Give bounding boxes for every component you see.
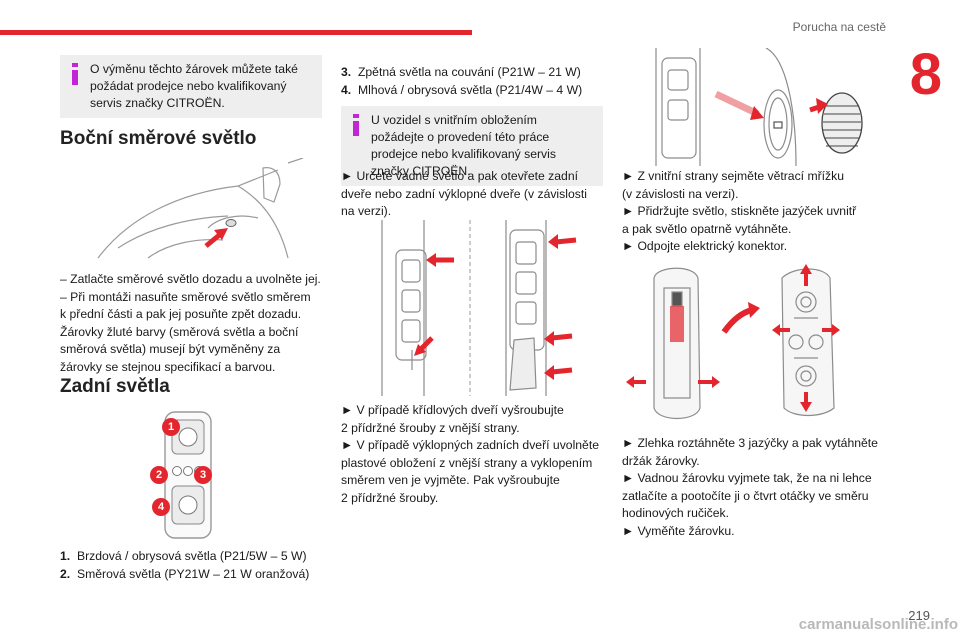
list-number: 1.: [60, 549, 71, 563]
text-line: ► Odpojte elektrický konektor.: [622, 239, 788, 253]
text-line: – Zatlačte směrové světlo dozadu a uvoln…: [60, 272, 321, 286]
text-line: hodinových ručiček.: [622, 506, 730, 520]
running-title: Porucha na cestě: [792, 20, 886, 34]
red-arrow-icon: [204, 228, 228, 248]
remove-lamp-text: ► Z vnitřní strany sejměte větrací mřížk…: [622, 168, 892, 256]
rear-lamp-diagram: 1 2 3 4: [148, 410, 228, 540]
list-number: 2.: [60, 566, 71, 581]
text-line: ► Určete vadné světlo a pak otevřete zad…: [341, 169, 578, 183]
text-line: 2 přídržné šrouby.: [341, 490, 439, 505]
red-arrow-icon: [544, 365, 573, 380]
text-line: ► Přidržujte světlo, stiskněte jazýček u…: [622, 204, 857, 218]
bulb-list-2: 3. Zpětná světla na couvání (P21W – 21 W…: [341, 64, 606, 99]
text-line: Žárovky žluté barvy (směrová světla a bo…: [60, 324, 299, 339]
text-line: žárovky se stejnou specifikací a barvou.: [60, 359, 276, 374]
text-line: k přední části a pak jej posuňte zpět do…: [60, 307, 302, 321]
side-indicator-heading: Boční směrové světlo: [60, 128, 257, 149]
callout-3: 3: [194, 466, 212, 484]
callout-4: 4: [152, 498, 170, 516]
top-accent-bar: [0, 30, 472, 35]
bulb-list-1: 1. Brzdová / obrysová světla (P21/5W – 5…: [60, 548, 330, 583]
list-item: 4. Mlhová / obrysová světla (P21/4W – 4 …: [341, 82, 606, 100]
bulb-holder-illustration: [626, 264, 840, 419]
list-item: 2. Směrová světla (PY21W – 21 W oranžová…: [60, 566, 330, 584]
text-line: plastové obložení z vnější strany a vykl…: [341, 455, 593, 470]
curved-arrow-icon: [721, 302, 760, 334]
side-indicator-illustration: [97, 158, 304, 259]
text-line: 2 přídržné šrouby z vnější strany.: [341, 420, 520, 435]
side-indicator-text: – Zatlačte směrové světlo dozadu a uvoln…: [60, 271, 330, 376]
open-door-text: ► Určete vadné světlo a pak otevřete zad…: [341, 168, 606, 221]
info-box-2: U vozidel s vnitřním obložením požádejte…: [341, 106, 603, 186]
red-arrow-icon: [414, 336, 434, 356]
info-icon: [353, 114, 359, 136]
text-line: zatlačíte a pootočíte ji o čtvrt otáčky …: [622, 488, 869, 503]
ventilation-grille: [821, 92, 863, 154]
list-number: 3.: [341, 65, 352, 79]
text-line: na verzi).: [341, 204, 392, 218]
red-arrow-icon: [772, 264, 840, 412]
text-line: – Při montáži nasuňte směrové světlo smě…: [60, 289, 311, 304]
rear-door-illustration: [381, 220, 577, 396]
chapter-number: 8: [909, 42, 942, 107]
text-line: ► Zlehka roztáhněte 3 jazýčky a pak vytá…: [622, 436, 878, 450]
red-arrow-icon: [548, 234, 577, 249]
list-text: Mlhová / obrysová světla (P21/4W – 4 W): [357, 82, 583, 97]
list-item: 3. Zpětná světla na couvání (P21W – 21 W…: [341, 64, 606, 82]
list-text: Zpětná světla na couvání (P21W – 21 W): [357, 65, 581, 79]
rear-lights-heading: Zadní světla: [60, 376, 170, 397]
text-line: směrová světla) musejí být vyměněny za: [60, 342, 281, 356]
text-line: ► V případě výklopných zadních dveří uvo…: [341, 438, 599, 452]
text-line: ► Z vnitřní strany sejměte větrací mřížk…: [622, 169, 845, 183]
red-arrow-icon: [714, 90, 764, 120]
text-line: a pak světlo opatrně vytáhněte.: [622, 221, 792, 236]
replace-bulb-text: ► Zlehka roztáhněte 3 jazýčky a pak vytá…: [622, 435, 897, 540]
list-text: Brzdová / obrysová světla (P21/5W – 5 W): [76, 549, 307, 563]
red-arrow-icon: [626, 376, 720, 388]
info-icon: [72, 63, 78, 85]
list-number: 4.: [341, 82, 352, 97]
ventilation-grille-illustration: [655, 48, 863, 166]
text-line: ► Vyměňte žárovku.: [622, 523, 735, 538]
info-text: O výměnu těchto žárovek můžete také požá…: [90, 62, 298, 110]
list-item: 1. Brzdová / obrysová světla (P21/5W – 5…: [60, 548, 330, 566]
callout-2: 2: [150, 466, 168, 484]
text-line: směrem ven je vyjměte. Pak vyšroubujte: [341, 473, 560, 487]
red-arrow-icon: [426, 253, 454, 267]
text-line: (v závislosti na verzi).: [622, 186, 739, 201]
text-line: držák žárovky.: [622, 453, 700, 468]
info-text: U vozidel s vnitřním obložením požádejte…: [371, 113, 556, 178]
text-line: ► V případě křídlových dveří vyšroubujte: [341, 403, 564, 417]
red-arrow-icon: [809, 98, 828, 114]
text-line: ► Vadnou žárovku vyjmete tak, že na ni l…: [622, 471, 872, 485]
list-text: Směrová světla (PY21W – 21 W oranžová): [76, 566, 310, 581]
red-arrow-icon: [544, 331, 573, 346]
watermark: carmanualsonline.info: [798, 616, 958, 633]
text-line: dveře nebo zadní výklopné dveře (v závis…: [341, 186, 587, 201]
callout-1: 1: [162, 418, 180, 436]
screws-text: ► V případě křídlových dveří vyšroubujte…: [341, 402, 611, 507]
page-number: 219: [908, 608, 930, 623]
info-box-1: O výměnu těchto žárovek můžete také požá…: [60, 55, 322, 118]
